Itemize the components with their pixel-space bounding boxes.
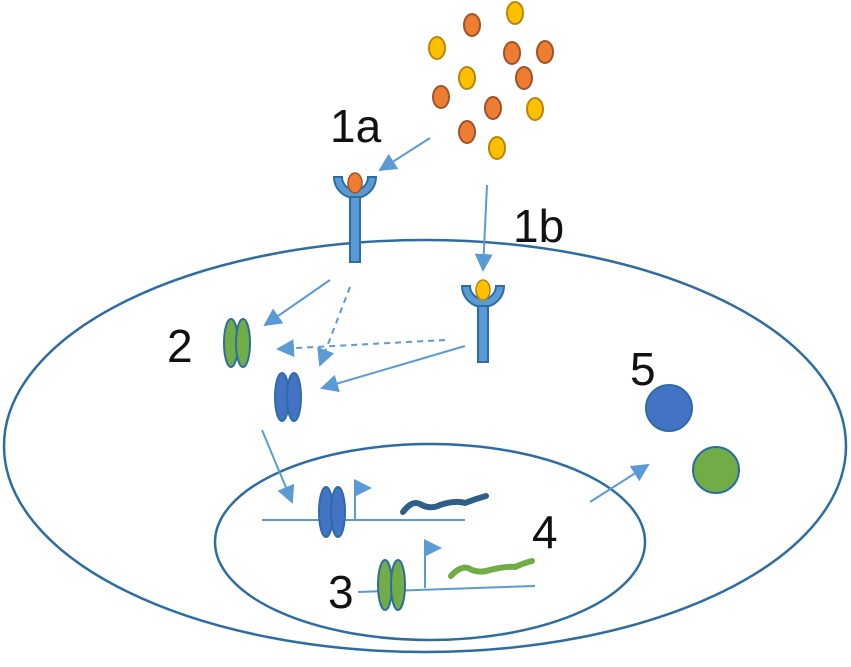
- arrow-dashed: [317, 286, 351, 367]
- gene-1: [262, 479, 489, 538]
- label-4: 4: [532, 506, 558, 558]
- mrna-green: [448, 558, 535, 579]
- transcription-factor-blue: [274, 372, 302, 422]
- label-1b: 1b: [513, 200, 564, 252]
- ligand-yellow: [488, 136, 506, 160]
- gene-2: [357, 539, 536, 611]
- ligand-yellow: [458, 66, 476, 90]
- protein-green: [692, 446, 740, 494]
- nucleus: [213, 442, 647, 642]
- ligand-orange: [515, 66, 533, 90]
- ligand-orange: [432, 85, 450, 109]
- cell-membrane: [2, 238, 848, 654]
- mrna-blue: [400, 493, 489, 515]
- ligand-yellow: [428, 36, 446, 60]
- ligand-yellow: [526, 97, 544, 121]
- label-2: 2: [167, 320, 193, 372]
- arrow: [474, 184, 493, 272]
- label-5: 5: [630, 343, 656, 395]
- arrows: [261, 137, 650, 504]
- ligand-orange: [536, 40, 554, 64]
- protein-blue: [645, 384, 693, 432]
- ligands: [428, 1, 554, 160]
- label-3: 3: [328, 566, 354, 618]
- ligand-orange: [503, 41, 521, 65]
- transcription-factor-green: [223, 318, 251, 368]
- ligand-orange: [463, 13, 481, 37]
- ligand-orange: [458, 120, 476, 144]
- receptor-1b: [460, 279, 506, 363]
- arrow: [589, 463, 650, 503]
- arrow: [263, 279, 331, 327]
- receptor-1a: [332, 172, 378, 263]
- arrow-dashed: [276, 339, 446, 358]
- arrow: [261, 429, 295, 504]
- ligand-yellow: [506, 1, 524, 25]
- ligand-orange: [484, 96, 502, 120]
- arrow: [320, 345, 466, 393]
- arrow: [378, 137, 431, 172]
- label-1a: 1a: [330, 100, 382, 152]
